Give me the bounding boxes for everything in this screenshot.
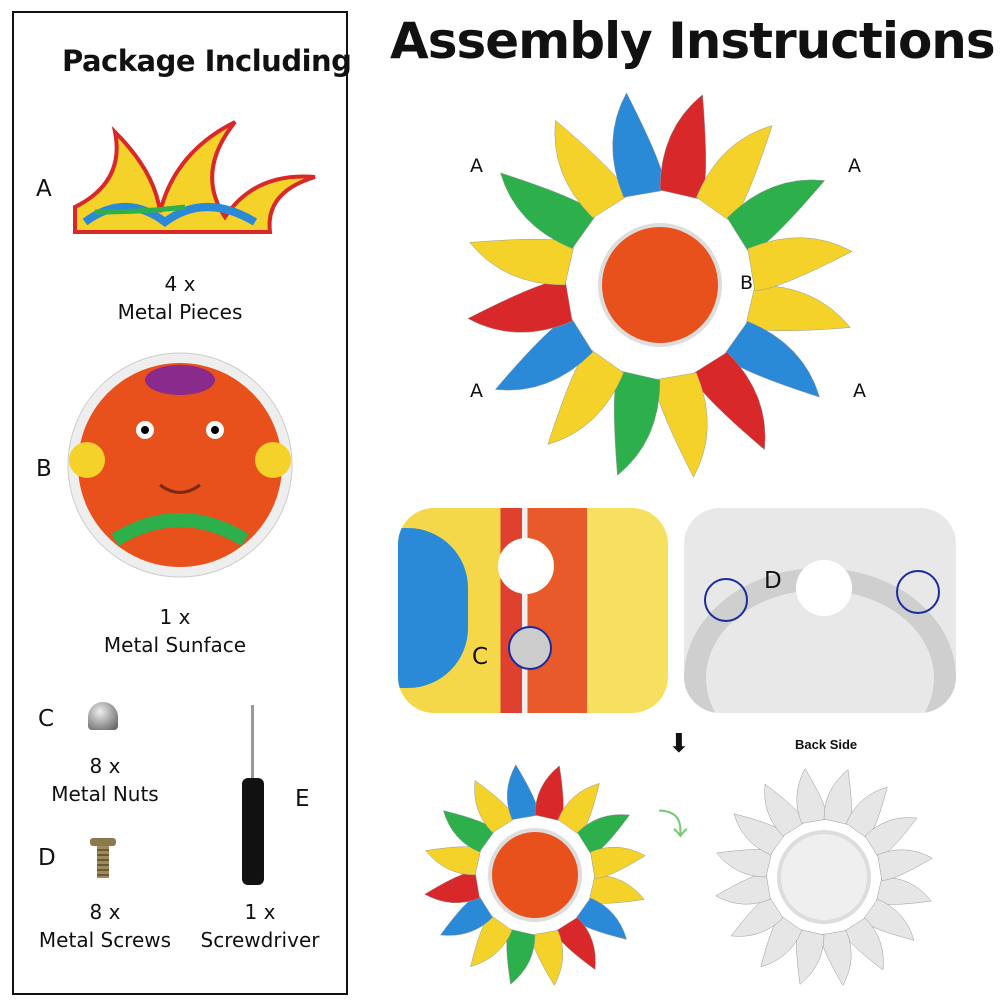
label-a: A — [36, 176, 52, 202]
sun-ray — [820, 930, 852, 986]
sun-ray — [534, 765, 564, 822]
screw-icon — [90, 838, 116, 846]
diagram-label-a4: A — [853, 380, 866, 402]
sun-ray — [654, 372, 708, 478]
package-title: Package Including — [62, 44, 352, 78]
assembled-front-sun — [424, 764, 646, 986]
rotate-right-icon — [896, 570, 940, 614]
sun-ray — [659, 94, 707, 200]
label-d: D — [38, 845, 56, 871]
sun-ray — [590, 847, 646, 879]
sun-ray — [507, 764, 539, 820]
exploded-sun-diagram — [467, 92, 853, 478]
pieces-qty: 4 x — [164, 272, 196, 296]
sunface-name: Metal Sunface — [103, 633, 247, 657]
screwdriver-shaft — [251, 705, 254, 780]
sun-ray — [716, 849, 773, 878]
nut-icon — [88, 702, 118, 730]
sunface-caption: 1 x Metal Sunface — [75, 603, 275, 659]
sun-ray — [875, 876, 932, 905]
diagram-label-a1: A — [470, 155, 483, 177]
sun-face — [488, 828, 582, 922]
diagram-label-a2: A — [848, 155, 861, 177]
sun-ray — [467, 279, 573, 333]
screwdriver-icon — [242, 778, 264, 885]
sunface-image — [67, 352, 293, 578]
label-e: E — [295, 786, 310, 812]
sun-ray — [747, 237, 853, 291]
rotate-arrow-icon — [508, 626, 552, 670]
sun-ray — [613, 370, 661, 476]
screws-caption: 8 x Metal Screws — [30, 898, 180, 954]
sun-ray — [715, 873, 771, 905]
nuts-caption: 8 x Metal Nuts — [30, 752, 180, 808]
sun-ray — [506, 928, 536, 985]
sun-ray — [745, 284, 851, 332]
label-b: B — [36, 456, 52, 482]
nut-screw-icon — [498, 538, 554, 594]
screwdriver-name: Screwdriver — [200, 928, 320, 952]
label-c: C — [38, 706, 55, 732]
sun-ray — [588, 874, 645, 904]
sun-ray — [796, 768, 828, 824]
metal-pieces-image — [73, 120, 316, 234]
blue-pattern — [398, 528, 468, 688]
sun-ray — [823, 769, 852, 826]
nuts-name: Metal Nuts — [51, 782, 159, 806]
screw-nut-icon — [796, 560, 852, 616]
detail-d-panel: D — [684, 508, 956, 713]
diagram-label-b: B — [740, 272, 754, 294]
pieces-caption: 4 x Metal Pieces — [80, 270, 280, 326]
detail-c-panel: C — [398, 508, 668, 713]
sun-face — [777, 830, 871, 924]
detail-label-d: D — [764, 568, 782, 594]
screws-qty: 8 x — [89, 900, 121, 924]
sun-ray — [425, 846, 482, 876]
nuts-qty: 8 x — [89, 754, 121, 778]
sun-ray — [469, 238, 575, 286]
back-side-label: Back Side — [795, 737, 858, 752]
sun-ray — [612, 92, 666, 198]
rotate-left-icon — [704, 578, 748, 622]
detail-label-c: C — [472, 644, 489, 670]
sun-ray — [796, 928, 825, 985]
diagram-label-a3: A — [470, 380, 483, 402]
screwdriver-caption: 1 x Screwdriver — [190, 898, 330, 954]
sun-ray — [531, 930, 563, 986]
assembled-back-sun — [715, 768, 933, 986]
screws-name: Metal Screws — [38, 928, 172, 952]
screwdriver-qty: 1 x — [244, 900, 276, 924]
sun-ray — [877, 849, 933, 881]
package-panel — [12, 11, 348, 995]
down-arrow-icon: ⬇ — [668, 728, 690, 758]
pieces-name: Metal Pieces — [117, 300, 243, 324]
sun-face — [598, 223, 722, 347]
sunface-qty: 1 x — [159, 605, 191, 629]
assembly-title: Assembly Instructions — [390, 12, 996, 70]
sun-ray — [424, 871, 480, 903]
screw-thread — [97, 846, 109, 878]
curved-arrow-icon: ⤵ — [658, 809, 688, 842]
